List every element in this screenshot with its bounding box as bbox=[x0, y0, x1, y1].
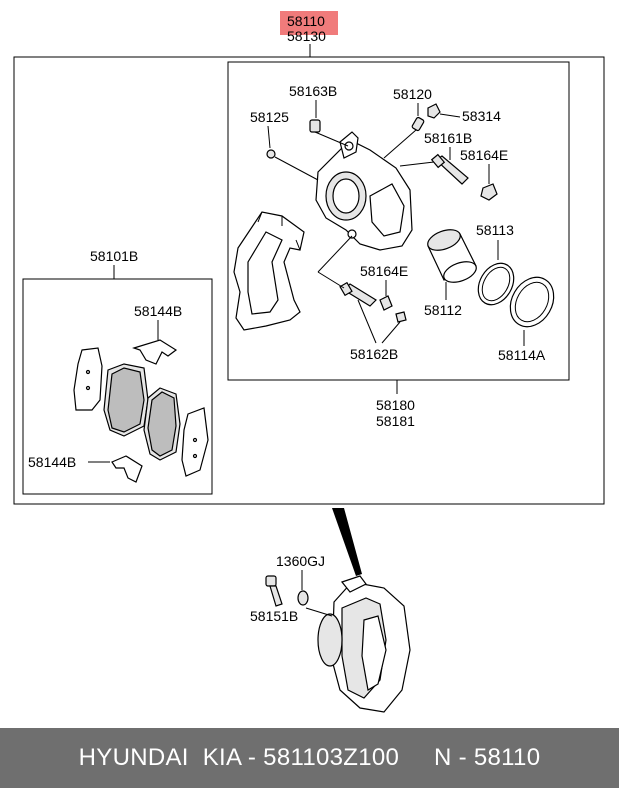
piston-58112 bbox=[427, 229, 477, 283]
pad-frame bbox=[22, 278, 213, 495]
seal-58125 bbox=[266, 149, 276, 159]
guide-pin-58162b bbox=[339, 281, 377, 307]
caliper-bracket bbox=[233, 211, 305, 331]
washer-1360gj bbox=[297, 590, 309, 606]
label-58180[interactable]: 58180 bbox=[376, 397, 415, 413]
caliper-housing bbox=[315, 131, 413, 251]
piston-boot-58114a bbox=[509, 276, 555, 328]
brake-pad-left bbox=[103, 363, 149, 437]
highlight-box bbox=[280, 11, 338, 35]
caliper-assembly bbox=[317, 575, 411, 713]
footer-bar: HYUNDAI KIA - 581103Z100 N - 58110 bbox=[0, 728, 619, 788]
shim-right bbox=[181, 407, 209, 477]
assembly-pointer bbox=[332, 508, 362, 576]
piston-seal-58113 bbox=[477, 262, 515, 306]
label-58113[interactable]: 58113 bbox=[476, 222, 514, 238]
outer-frame bbox=[13, 56, 605, 505]
label-58110[interactable]: 58110 bbox=[287, 13, 325, 29]
label-58314[interactable]: 58314 bbox=[462, 108, 501, 124]
clip-lower bbox=[111, 455, 143, 483]
label-58130[interactable]: 58130 bbox=[287, 28, 326, 44]
label-58101b[interactable]: 58101B bbox=[90, 248, 138, 264]
label-58114a[interactable]: 58114A bbox=[498, 347, 546, 363]
shim-left bbox=[73, 347, 103, 411]
label-58162b[interactable]: 58162B bbox=[350, 346, 398, 362]
clip-upper bbox=[132, 339, 178, 365]
label-58164e-lower[interactable]: 58164E bbox=[360, 263, 408, 279]
label-58161b[interactable]: 58161B bbox=[424, 130, 472, 146]
label-58125[interactable]: 58125 bbox=[250, 109, 289, 125]
boot-58164e-upper bbox=[480, 183, 498, 201]
label-1360gj[interactable]: 1360GJ bbox=[276, 553, 325, 569]
parts-diagram: 58110 58130 58101B 58180 58181 58163B bbox=[13, 11, 605, 713]
bolt-58163b bbox=[309, 119, 349, 147]
label-58112[interactable]: 58112 bbox=[424, 302, 462, 318]
label-58181[interactable]: 58181 bbox=[376, 413, 415, 429]
part-number-caption: HYUNDAI KIA - 581103Z100 N - 58110 bbox=[78, 744, 541, 771]
bleeder-cap bbox=[427, 103, 441, 119]
label-58144b-lower[interactable]: 58144B bbox=[28, 454, 76, 470]
label-58120[interactable]: 58120 bbox=[393, 86, 432, 102]
mount-bolt-58151b bbox=[265, 575, 283, 607]
brake-pad-right bbox=[143, 387, 181, 461]
label-58163b[interactable]: 58163B bbox=[289, 83, 337, 99]
caliper-frame bbox=[227, 61, 570, 381]
bleeder-screw bbox=[383, 116, 425, 159]
label-58144b-upper[interactable]: 58144B bbox=[134, 303, 182, 319]
guide-pin-58161b bbox=[430, 153, 469, 185]
label-58151b[interactable]: 58151B bbox=[250, 608, 298, 624]
label-58164e-upper[interactable]: 58164E bbox=[460, 147, 508, 163]
boot-58164e-lower bbox=[379, 295, 407, 323]
